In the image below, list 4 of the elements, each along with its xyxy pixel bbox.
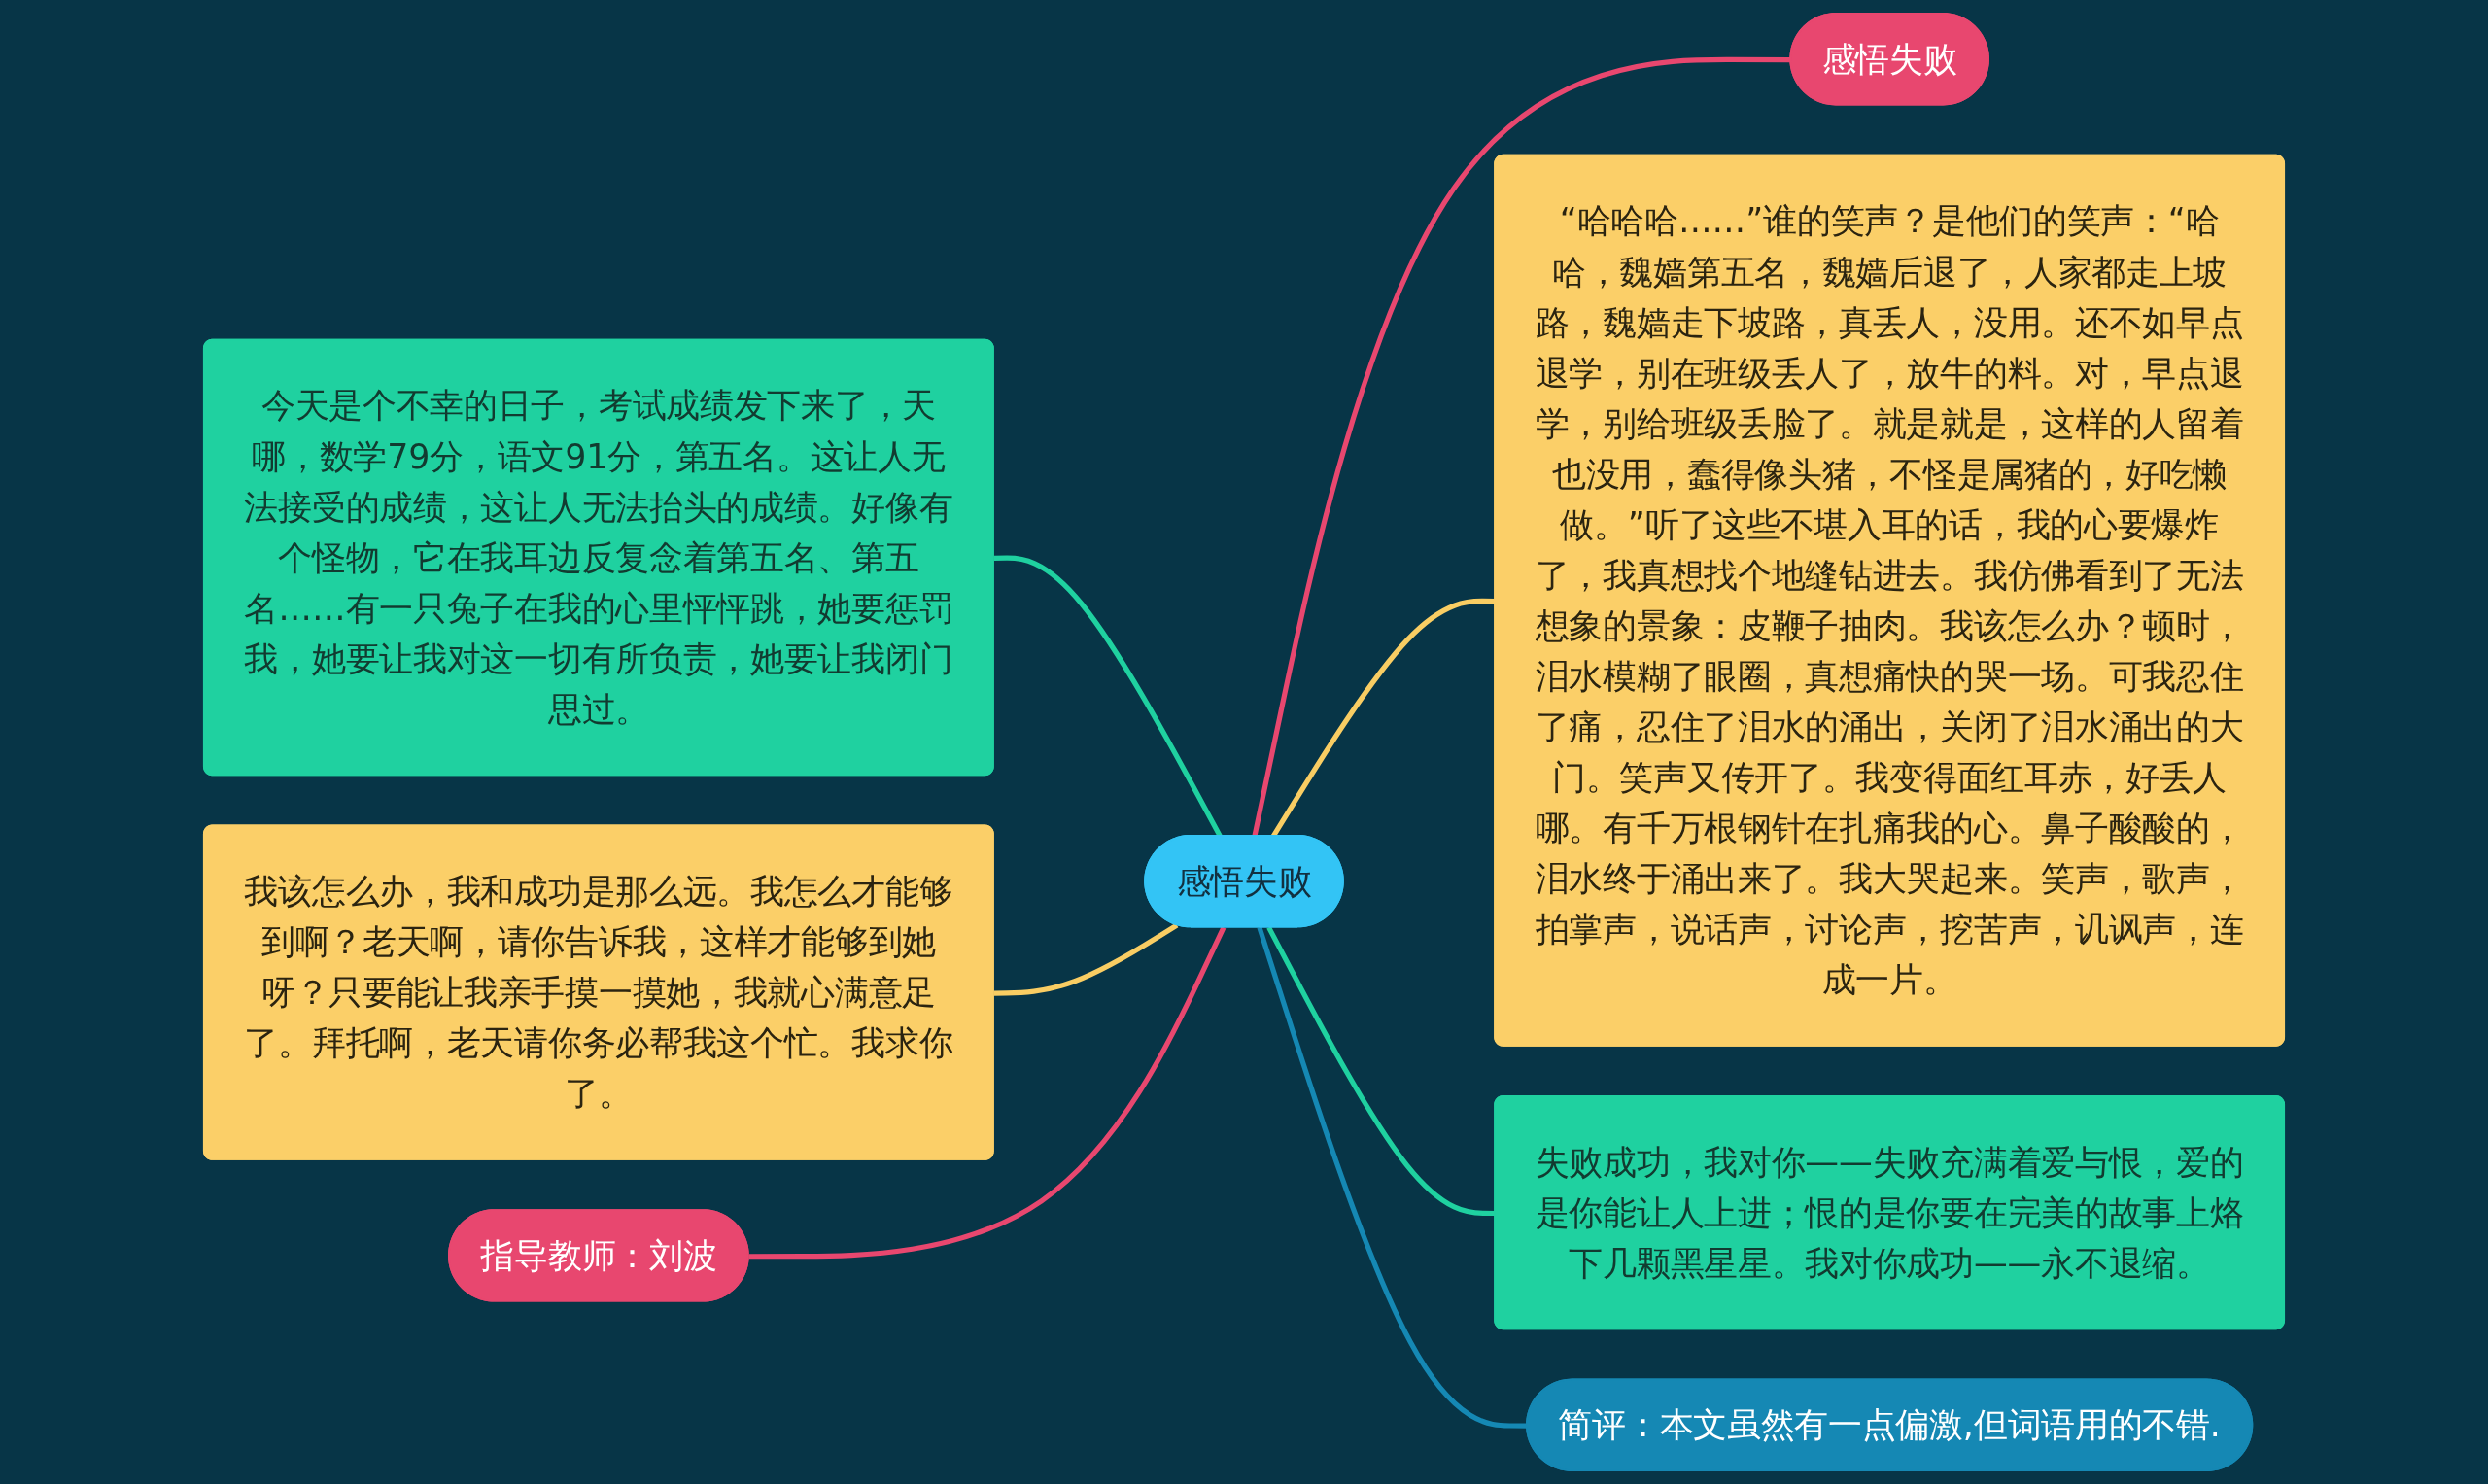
connector (748, 926, 1227, 1260)
connector (1266, 926, 1496, 1217)
connector (993, 922, 1179, 996)
connector (1257, 926, 1528, 1429)
